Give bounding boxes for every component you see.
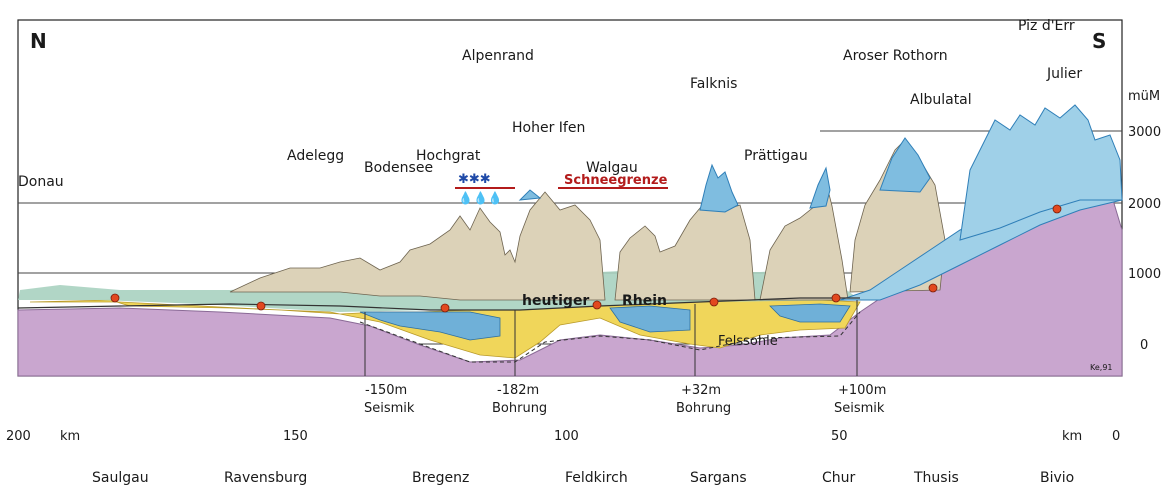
- label-aroser-rothorn: Aroser Rothorn: [843, 48, 948, 64]
- snowflake-icon: ✱✱✱: [458, 172, 491, 187]
- dist-200: 200: [6, 429, 31, 444]
- depth-3-method: Bohrung: [676, 401, 731, 416]
- marker-sargans: [710, 298, 718, 306]
- label-felssohle: Felssohle: [718, 334, 778, 349]
- label-donau: Donau: [18, 174, 64, 190]
- elev-2000: 2000: [1128, 197, 1161, 212]
- marker-thusis: [929, 284, 937, 292]
- dist-0: 0: [1112, 429, 1120, 444]
- label-praettigau: Prättigau: [744, 148, 808, 164]
- depth-1-value: -150m: [365, 383, 407, 398]
- depth-4-value: +100m: [838, 383, 886, 398]
- marker-saulgau: [111, 294, 119, 302]
- axis-unit-label: müM: [1128, 89, 1160, 104]
- signature: Ke,91: [1090, 363, 1113, 372]
- marker-bivio: [1053, 205, 1061, 213]
- depth-2-value: -182m: [497, 383, 539, 398]
- dist-150: 150: [283, 429, 308, 444]
- depth-4-method: Seismik: [834, 401, 885, 416]
- depth-3-value: +32m: [681, 383, 721, 398]
- label-julier: Julier: [1046, 66, 1082, 82]
- marker-feldkirch: [593, 301, 601, 309]
- label-heutiger: heutiger: [522, 293, 589, 309]
- label-piz-derr: Piz d'Err: [1018, 18, 1075, 34]
- label-albulatal: Albulatal: [910, 92, 972, 108]
- dist-50: 50: [831, 429, 848, 444]
- marker-bregenz: [441, 304, 449, 312]
- dist-100: 100: [554, 429, 579, 444]
- town-thusis: Thusis: [913, 470, 959, 486]
- dist-unit-left: km: [60, 429, 80, 444]
- dist-unit-right: km: [1062, 429, 1082, 444]
- depth-2-method: Bohrung: [492, 401, 547, 416]
- label-hoher-ifen: Hoher Ifen: [512, 120, 585, 136]
- elev-1000: 1000: [1128, 267, 1161, 282]
- marker-chur: [832, 294, 840, 302]
- town-bregenz: Bregenz: [412, 470, 469, 486]
- label-hochgrat: Hochgrat: [416, 148, 481, 164]
- north-label: N: [30, 29, 47, 53]
- label-snowline: Schneegrenze: [564, 173, 668, 188]
- south-label: S: [1092, 29, 1106, 53]
- town-saulgau: Saulgau: [92, 470, 149, 486]
- label-rhein: Rhein: [622, 293, 667, 309]
- town-sargans: Sargans: [690, 470, 747, 486]
- elev-3000: 3000: [1128, 125, 1161, 140]
- elev-0: 0: [1140, 338, 1148, 353]
- label-falknis: Falknis: [690, 76, 737, 92]
- town-chur: Chur: [822, 470, 856, 486]
- town-feldkirch: Feldkirch: [565, 470, 628, 486]
- raindrop-icon: 💧💧💧: [458, 191, 503, 205]
- town-bivio: Bivio: [1040, 470, 1074, 486]
- marker-ravensburg: [257, 302, 265, 310]
- depth-1-method: Seismik: [364, 401, 415, 416]
- label-adelegg: Adelegg: [287, 148, 344, 164]
- town-ravensburg: Ravensburg: [224, 470, 307, 486]
- label-alpenrand: Alpenrand: [462, 48, 534, 64]
